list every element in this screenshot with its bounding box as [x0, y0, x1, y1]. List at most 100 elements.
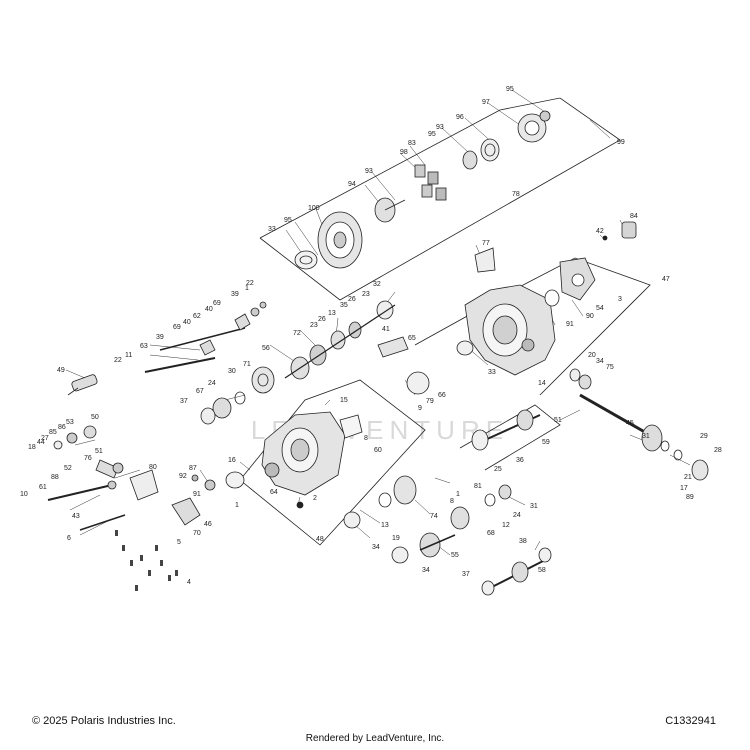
callout-label: 69 — [213, 300, 221, 307]
shift-forks — [199, 301, 267, 356]
callout-label: 1 — [456, 491, 460, 498]
lower-case — [261, 411, 346, 509]
callout-label: 12 — [502, 522, 510, 529]
callout-label: 66 — [438, 392, 446, 399]
gear-100 — [317, 211, 363, 269]
callout-label: 99 — [617, 139, 625, 146]
leader-line — [414, 499, 431, 515]
callout-label: 11 — [125, 352, 132, 359]
callout-label: 1 — [245, 285, 249, 292]
callout-label: 85 — [49, 429, 57, 436]
fork-65 — [377, 336, 409, 358]
leader-line — [487, 102, 521, 126]
callout-label: 35 — [340, 302, 348, 309]
lever-76 — [95, 459, 124, 479]
callout-label: 31 — [530, 503, 538, 510]
leader-line — [441, 127, 469, 153]
outline-output-shaft-group — [459, 404, 561, 471]
callout-label: 43 — [72, 513, 80, 520]
leader-line — [354, 524, 371, 539]
lever-50 — [53, 425, 97, 450]
callout-label: 81 — [474, 483, 482, 490]
callout-label: 29 — [700, 433, 708, 440]
bolt-set-4 — [115, 530, 178, 591]
bearing-34-low — [391, 546, 409, 564]
callout-label: 64 — [270, 489, 278, 496]
callout-label: 28 — [714, 447, 722, 454]
callout-label: 97 — [482, 99, 490, 106]
callout-label: 42 — [596, 228, 604, 235]
bearing-67 — [200, 391, 246, 425]
callout-label: 44 — [37, 439, 45, 446]
callout-label: 58 — [538, 567, 546, 574]
leader-lines — [65, 89, 691, 556]
callout-label: 23 — [362, 291, 370, 298]
callout-label: 95 — [428, 131, 436, 138]
callout-label: 26 — [348, 296, 356, 303]
callout-label: 67 — [196, 388, 204, 395]
bearing-34-left — [343, 511, 361, 529]
callout-label: 15 — [340, 397, 348, 404]
planetary-carrier — [517, 110, 551, 143]
main-housing — [464, 284, 556, 376]
callout-label: 63 — [140, 343, 148, 350]
parts — [47, 110, 709, 596]
callout-label: 30 — [228, 368, 236, 375]
seal-20 — [569, 368, 592, 390]
callout-label: 37 — [180, 398, 188, 405]
seal-16 — [225, 471, 245, 489]
callout-label: 98 — [400, 149, 408, 156]
callout-label: 47 — [662, 276, 670, 283]
callout-label: 10 — [20, 491, 28, 498]
gear-stack-56 — [284, 300, 396, 380]
callout-label: 59 — [542, 439, 550, 446]
gasket-60 — [339, 414, 363, 439]
callout-label: 68 — [487, 530, 495, 537]
callout-label: 51 — [554, 417, 562, 424]
callout-label: 41 — [382, 326, 390, 333]
cover-54 — [559, 257, 596, 301]
callout-label: 96 — [456, 114, 464, 121]
callout-labels: 95 97 99 96 93 95 98 83 78 94 93 100 33 … — [20, 86, 722, 586]
leader-line — [79, 519, 111, 536]
gear-94 — [374, 197, 406, 223]
callout-label: 69 — [173, 324, 181, 331]
diagram-id: C1332941 — [665, 715, 716, 727]
leader-line — [409, 145, 426, 166]
callout-label: 6 — [67, 535, 71, 542]
callout-label: 50 — [91, 414, 99, 421]
callout-label: 49 — [57, 367, 65, 374]
callout-label: 36 — [516, 457, 524, 464]
seal-33-mid — [456, 340, 474, 356]
callout-label: 17 — [680, 485, 688, 492]
callout-label: 34 — [372, 544, 380, 551]
bracket-80 — [129, 469, 159, 501]
callout-label: 79 — [426, 398, 434, 405]
callout-label: 45 — [626, 420, 634, 427]
callout-label: 71 — [243, 361, 251, 368]
gear-71 — [251, 366, 275, 394]
rendered-by-text: Rendered by LeadVenture, Inc. — [305, 733, 445, 744]
callout-label: 55 — [451, 552, 459, 559]
callout-label: 19 — [392, 535, 400, 542]
output-shaft-51 — [579, 393, 709, 481]
leader-line — [534, 540, 541, 551]
callout-label: 24 — [208, 380, 216, 387]
callout-label: 91 — [193, 491, 201, 498]
shaft-58 — [481, 547, 552, 596]
callout-label: 22 — [246, 280, 254, 287]
leader-line — [149, 344, 201, 351]
leader-line — [589, 119, 611, 139]
callout-label: 95 — [284, 217, 292, 224]
callout-label: 77 — [482, 240, 490, 247]
callout-label: 46 — [204, 521, 212, 528]
callout-label: 61 — [39, 484, 47, 491]
callout-label: 91 — [566, 321, 574, 328]
callout-label: 90 — [586, 313, 594, 320]
gear-55 — [419, 532, 456, 558]
copyright-text: © 2025 Polaris Industries Inc. — [32, 715, 176, 727]
callout-label: 52 — [64, 465, 72, 472]
leader-line — [74, 439, 96, 446]
callout-label: 86 — [58, 424, 66, 431]
